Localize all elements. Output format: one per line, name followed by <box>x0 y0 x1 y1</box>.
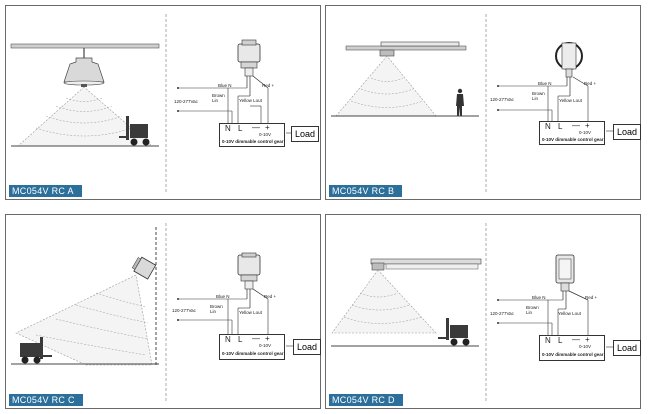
control-gear-box <box>539 335 605 361</box>
wire-lin-label: Lin <box>212 98 219 103</box>
wire-blue-label: Blue N <box>538 81 552 86</box>
wire-blue-label: Blue N <box>218 83 232 88</box>
terminal-plus: + <box>585 121 590 130</box>
panel-d: Blue N Brown Lin Red + Yellow Lout 120-2… <box>325 214 641 409</box>
terminal-minus: — <box>252 123 260 132</box>
terminal-plus: + <box>585 335 590 344</box>
wire-lin-label: Lin <box>210 309 217 314</box>
gear-label: 0-10V dimmable control gear <box>542 352 604 357</box>
control-gear-box <box>539 121 605 145</box>
terminal-minus: — <box>572 121 580 130</box>
terminal-minus: — <box>252 334 260 343</box>
wire-red-label: Red + <box>584 81 597 86</box>
control-gear-box <box>219 123 285 147</box>
gear-label: 0-10V dimmable control gear <box>542 137 604 142</box>
wire-brown-label: Brown <box>212 93 225 98</box>
panel-title: MC054V RC D <box>329 394 403 406</box>
load-box: Load <box>291 126 319 142</box>
terminal-n: N <box>225 124 231 133</box>
wire-blue-label: Blue N <box>216 294 230 299</box>
terminal-plus: + <box>265 123 270 132</box>
wire-yellow-label: Yellow Lout <box>558 311 581 316</box>
dim-range-label: 0-10V <box>579 130 592 135</box>
wire-red-label: Red + <box>262 83 275 88</box>
scene-a <box>10 14 291 194</box>
terminal-l: L <box>558 336 563 345</box>
terminal-minus: — <box>572 335 580 344</box>
terminal-n: N <box>545 122 551 131</box>
terminal-l: L <box>238 124 243 133</box>
panel-title: MC054V RC A <box>9 185 82 197</box>
gear-label: 0-10V dimmable control gear <box>222 351 284 356</box>
supply-label: 120-277Vac <box>490 97 514 102</box>
terminal-n: N <box>545 336 551 345</box>
supply-label: 120-277Vac <box>490 311 514 316</box>
scene-d <box>331 223 613 403</box>
panel-title: MC054V RC C <box>9 394 83 406</box>
dim-range-label: 0-10V <box>259 132 272 137</box>
load-box: Load <box>613 340 641 356</box>
supply-label: 120-277Vac <box>172 308 196 313</box>
panel-c: Blue N Brown Lin Red + Yellow Lout 120-2… <box>5 214 321 409</box>
wire-lin-label: Lin <box>532 96 539 101</box>
wire-yellow-label: Yellow Lout <box>239 310 262 315</box>
load-box: Load <box>293 339 321 355</box>
wire-brown-label: Brown <box>526 305 539 310</box>
terminal-l: L <box>558 122 563 131</box>
scene-b <box>331 14 613 194</box>
wire-brown-label: Brown <box>210 304 223 309</box>
dim-range-label: 0-10V <box>259 343 272 348</box>
panel-b: Blue N Brown Lin Red + Yellow Lout 120-2… <box>325 5 641 200</box>
supply-label: 120-277Vac <box>174 99 198 104</box>
wire-yellow-label: Yellow Lout <box>559 98 582 103</box>
panel-title: MC054V RC B <box>329 185 403 197</box>
panel-a: Blue N Brown Lin Red + Yellow Lout 120-2… <box>5 5 321 200</box>
wire-red-label: Red + <box>585 295 598 300</box>
wire-brown-label: Brown <box>532 91 545 96</box>
wire-red-label: Red + <box>264 294 277 299</box>
wire-lin-label: Lin <box>526 310 533 315</box>
load-box: Load <box>613 124 641 140</box>
dim-range-label: 0-10V <box>579 344 592 349</box>
scene-c <box>11 223 293 403</box>
terminal-l: L <box>238 335 243 344</box>
terminal-n: N <box>225 335 231 344</box>
wire-blue-label: Blue N <box>532 295 546 300</box>
control-gear-box <box>219 334 285 360</box>
wire-yellow-label: Yellow Lout <box>239 98 262 103</box>
terminal-plus: + <box>265 334 270 343</box>
gear-label: 0-10V dimmable control gear <box>222 139 284 144</box>
